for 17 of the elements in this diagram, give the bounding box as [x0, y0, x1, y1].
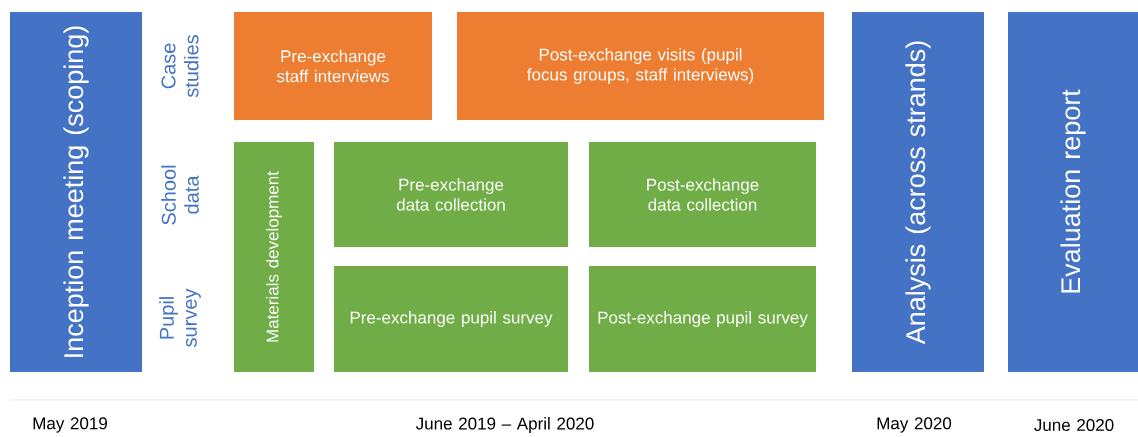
phase-bar: Inception meeting (scoping) — [10, 12, 142, 372]
task-box: Post-exchange visits (pupil focus groups, staff interviews) — [457, 12, 824, 120]
date-label: June 2020 — [1034, 419, 1114, 431]
task-box: Post-exchange pupil survey — [589, 266, 816, 372]
date-label: June 2019 – April 2020 — [415, 417, 594, 433]
date-label: May 2020 — [877, 417, 952, 433]
row-label: Pupil survey — [159, 288, 201, 347]
task-box: Post-exchange data collection — [589, 142, 816, 247]
phase-bar: Evaluation report — [1008, 12, 1138, 372]
row-label: School data — [161, 165, 199, 225]
task-box: Pre-exchange data collection — [334, 142, 568, 247]
task-box: Pre-exchange staff interviews — [234, 12, 432, 120]
date-label: May 2019 — [33, 417, 107, 433]
row-label: Case studies — [161, 35, 199, 98]
phase-bar: Analysis (across strands) — [852, 12, 984, 372]
task-box: Pre-exchange pupil survey — [334, 266, 568, 372]
task-box: Materials development — [234, 142, 314, 372]
